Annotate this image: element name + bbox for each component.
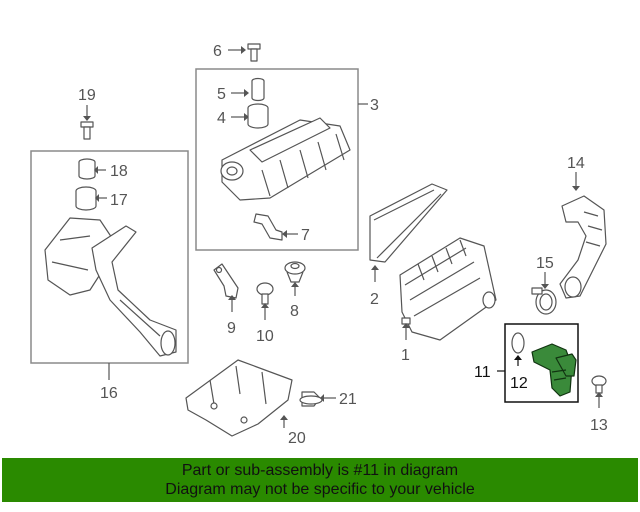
callout-1: 1 (401, 347, 410, 364)
callout-6: 6 (213, 43, 222, 60)
callout-18: 18 (110, 163, 128, 180)
part-12-oring[interactable] (511, 332, 525, 354)
part-14-intake-hose[interactable] (559, 195, 607, 299)
callout-19: 19 (78, 87, 96, 104)
part-1-housing-lower[interactable] (399, 237, 497, 341)
callout-21: 21 (339, 391, 357, 408)
part-6-bolt[interactable] (247, 43, 261, 62)
part-20-splash-shield[interactable] (185, 359, 293, 437)
part-13-bolt[interactable] (591, 375, 607, 394)
part-7-hose[interactable] (253, 213, 283, 241)
callout-15: 15 (536, 255, 554, 272)
part-17-grommet[interactable] (75, 186, 97, 211)
banner-line-1: Part or sub-assembly is #11 in diagram (181, 462, 459, 479)
part-8-grommet[interactable] (284, 261, 306, 283)
part-9-bracket[interactable] (213, 263, 239, 299)
callout-8: 8 (290, 303, 299, 320)
part-4-grommet[interactable] (247, 103, 269, 129)
callout-14: 14 (567, 155, 585, 172)
banner-line-2: Diagram may not be specific to your vehi… (165, 481, 475, 498)
part-11-mass-airflow-sensor[interactable] (531, 343, 577, 397)
callout-12: 12 (510, 375, 528, 392)
part-21-clip[interactable] (299, 391, 323, 407)
callout-16: 16 (100, 385, 118, 402)
parts-diagram: 18 17 16 19 3 6 5 4 (30, 43, 608, 447)
part-10-bolt[interactable] (256, 282, 274, 305)
part-16-intake-duct[interactable] (44, 217, 177, 357)
callout-4: 4 (217, 110, 226, 127)
part-18-cap[interactable] (78, 158, 96, 180)
callout-17: 17 (110, 192, 128, 209)
callout-2: 2 (370, 291, 379, 308)
callout-3: 3 (370, 97, 379, 114)
part-2-air-filter[interactable] (369, 183, 448, 263)
callout-13: 13 (590, 417, 608, 434)
part-19-bolt[interactable] (80, 121, 94, 140)
callout-9: 9 (227, 320, 236, 337)
mass-airflow-sensor-box (504, 323, 579, 403)
callout-5: 5 (217, 86, 226, 103)
callout-10: 10 (256, 328, 274, 345)
part-15-clamp[interactable] (531, 287, 557, 315)
callout-7: 7 (301, 227, 310, 244)
housing-cover-box (195, 68, 359, 251)
part-5-sleeve[interactable] (251, 77, 265, 102)
info-banner: Part or sub-assembly is #11 in diagram D… (2, 458, 638, 502)
callout-11: 11 (474, 364, 491, 381)
part-3-housing-cover[interactable] (220, 117, 351, 201)
callout-20: 20 (288, 430, 306, 447)
